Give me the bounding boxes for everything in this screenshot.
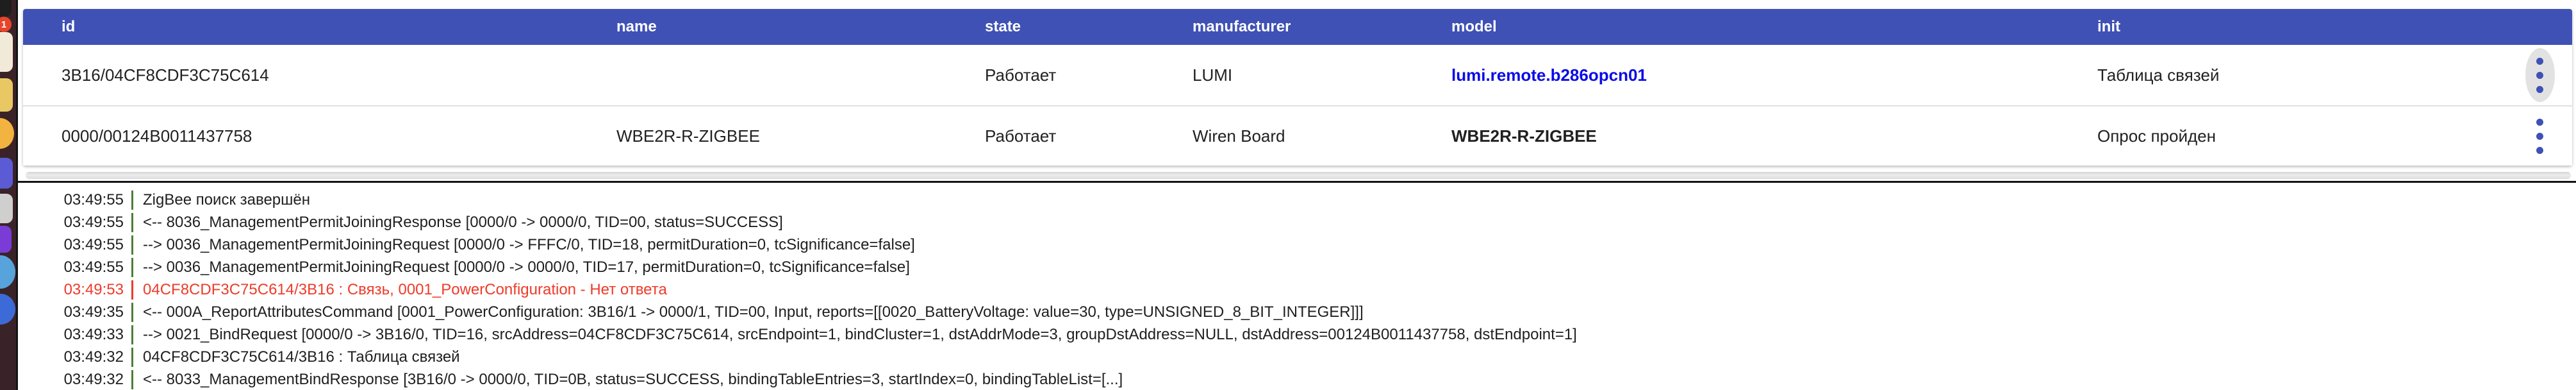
- log-separator-bar: [131, 369, 133, 389]
- kebab-dot-icon: [2536, 132, 2543, 140]
- app-icon-purple-app[interactable]: [0, 226, 12, 253]
- kebab-dot-icon: [2536, 71, 2543, 79]
- log-message: ZigBee поиск завершён: [143, 191, 311, 208]
- log-timestamp: 03:49:35: [63, 303, 124, 321]
- device-menu-cell: [2507, 109, 2572, 163]
- app-icon-blue-circle[interactable]: [0, 294, 15, 325]
- log-timestamp: 03:49:32: [63, 370, 124, 388]
- row-kebab-menu-button[interactable]: [2525, 48, 2555, 102]
- log-timestamp: 03:49:55: [63, 213, 124, 231]
- log-separator-bar: [131, 235, 133, 255]
- app-icon-dark-square[interactable]: [0, 0, 12, 17]
- log-timestamp: 03:49:55: [63, 191, 124, 208]
- log-message: <-- 000A_ReportAttributesCommand [0001_P…: [143, 303, 1364, 321]
- macos-dock: 1: [0, 0, 16, 390]
- device-manufacturer: LUMI: [1193, 65, 1233, 85]
- log-message: 04CF8CDF3C75C614/3B16 : Связь, 0001_Powe…: [143, 280, 667, 298]
- device-row[interactable]: 0000/00124B0011437758 WBE2R-R-ZIGBEE Работ…: [23, 105, 2572, 165]
- log-line: 03:49:32 04CF8CDF3C75C614/3B16 : Таблица …: [18, 346, 2576, 368]
- log-message: <-- 8036_ManagementPermitJoiningResponse…: [143, 213, 783, 231]
- device-table-card: id name state manufacturer model init 3B16/04…: [23, 9, 2572, 165]
- notification-badge[interactable]: 1: [0, 17, 12, 32]
- device-model: lumi.remote.b286opcn01: [1451, 65, 2097, 85]
- device-model-text: WBE2R-R-ZIGBEE: [1451, 126, 1597, 146]
- device-state: Работает: [985, 126, 1057, 146]
- kebab-dot-icon: [2536, 57, 2543, 65]
- device-model-link[interactable]: lumi.remote.b286opcn01: [1451, 65, 1647, 85]
- log-panel-border: [16, 181, 2576, 183]
- log-separator-bar: [131, 280, 133, 300]
- log-timestamp: 03:49:55: [63, 258, 124, 276]
- log-line: 03:49:55 --> 0036_ManagementPermitJoining…: [18, 233, 2576, 256]
- log-separator-bar: [131, 190, 133, 210]
- app-icon-cream-card[interactable]: [0, 32, 13, 72]
- log-timestamp: 03:49:55: [63, 235, 124, 253]
- window-frame-border: [16, 0, 18, 390]
- log-separator-bar: [131, 302, 133, 322]
- log-line-error: 03:49:53 04CF8CDF3C75C614/3B16 : Связь, 0…: [18, 278, 2576, 301]
- log-panel[interactable]: 03:49:55 ZigBee поиск завершён 03:49:55 <--…: [18, 183, 2576, 390]
- log-message: --> 0021_BindRequest [0000/0 -> 3B16/0, …: [143, 325, 1577, 343]
- device-row[interactable]: 3B16/04CF8CDF3C75C614 Работает LUMI lumi.re…: [23, 45, 2572, 105]
- app-icon-gray-stack[interactable]: [0, 194, 13, 223]
- device-manufacturer: Wiren Board: [1193, 126, 1285, 146]
- log-message: 04CF8CDF3C75C614/3B16 : Таблица связей: [143, 348, 460, 366]
- log-line: 03:49:55 <-- 8036_ManagementPermitJoining…: [18, 211, 2576, 233]
- column-header-model: model: [1451, 18, 1497, 35]
- app-icon-indigo-app[interactable]: [0, 158, 13, 189]
- log-separator-bar: [131, 212, 133, 232]
- kebab-dot-icon: [2536, 118, 2543, 126]
- horizontal-scrollbar[interactable]: [26, 172, 2571, 179]
- log-line: 03:49:55 --> 0036_ManagementPermitJoining…: [18, 256, 2576, 278]
- kebab-dot-icon: [2536, 146, 2543, 154]
- device-table-header: id name state manufacturer model init: [23, 9, 2572, 45]
- device-menu-cell: [2507, 48, 2572, 102]
- app-icon-yellow-notes[interactable]: [0, 78, 13, 112]
- column-header-manufacturer: manufacturer: [1193, 18, 1291, 35]
- log-line: 03:49:35 <-- 000A_ReportAttributesCommand…: [18, 301, 2576, 323]
- device-id: 0000/00124B0011437758: [62, 126, 252, 146]
- column-header-name: name: [616, 18, 657, 35]
- log-timestamp: 03:49:53: [63, 280, 124, 298]
- log-timestamp: 03:49:33: [63, 325, 124, 343]
- log-separator-bar: [131, 325, 133, 344]
- log-message: <-- 8033_ManagementBindResponse [3B16/0 …: [143, 370, 1123, 388]
- log-line: 03:49:33 --> 0021_BindRequest [0000/0 -> …: [18, 323, 2576, 346]
- app-icon-orange-circle[interactable]: [0, 118, 14, 149]
- badge-count: 1: [1, 19, 7, 30]
- log-separator-bar: [131, 257, 133, 277]
- log-message: --> 0036_ManagementPermitJoiningRequest …: [143, 235, 915, 253]
- log-message: --> 0036_ManagementPermitJoiningRequest …: [143, 258, 910, 276]
- column-header-state: state: [985, 18, 1021, 35]
- device-id: 3B16/04CF8CDF3C75C614: [62, 65, 269, 85]
- log-line: 03:49:32 <-- 8033_ManagementBindResponse …: [18, 368, 2576, 390]
- column-header-id: id: [62, 18, 76, 35]
- log-separator-bar: [131, 347, 133, 367]
- device-init: Опрос пройден: [2097, 126, 2216, 146]
- kebab-dot-icon: [2536, 85, 2543, 93]
- log-line: 03:49:55 ZigBee поиск завершён: [18, 189, 2576, 211]
- row-kebab-menu-button[interactable]: [2525, 109, 2555, 163]
- app-icon-lightblue-sphere[interactable]: [0, 255, 15, 289]
- log-timestamp: 03:49:32: [63, 348, 124, 366]
- column-header-init: init: [2097, 18, 2120, 35]
- device-init: Таблица связей: [2097, 65, 2220, 85]
- device-state: Работает: [985, 65, 1057, 85]
- device-name: WBE2R-R-ZIGBEE: [616, 126, 760, 146]
- device-model: WBE2R-R-ZIGBEE: [1451, 126, 2097, 146]
